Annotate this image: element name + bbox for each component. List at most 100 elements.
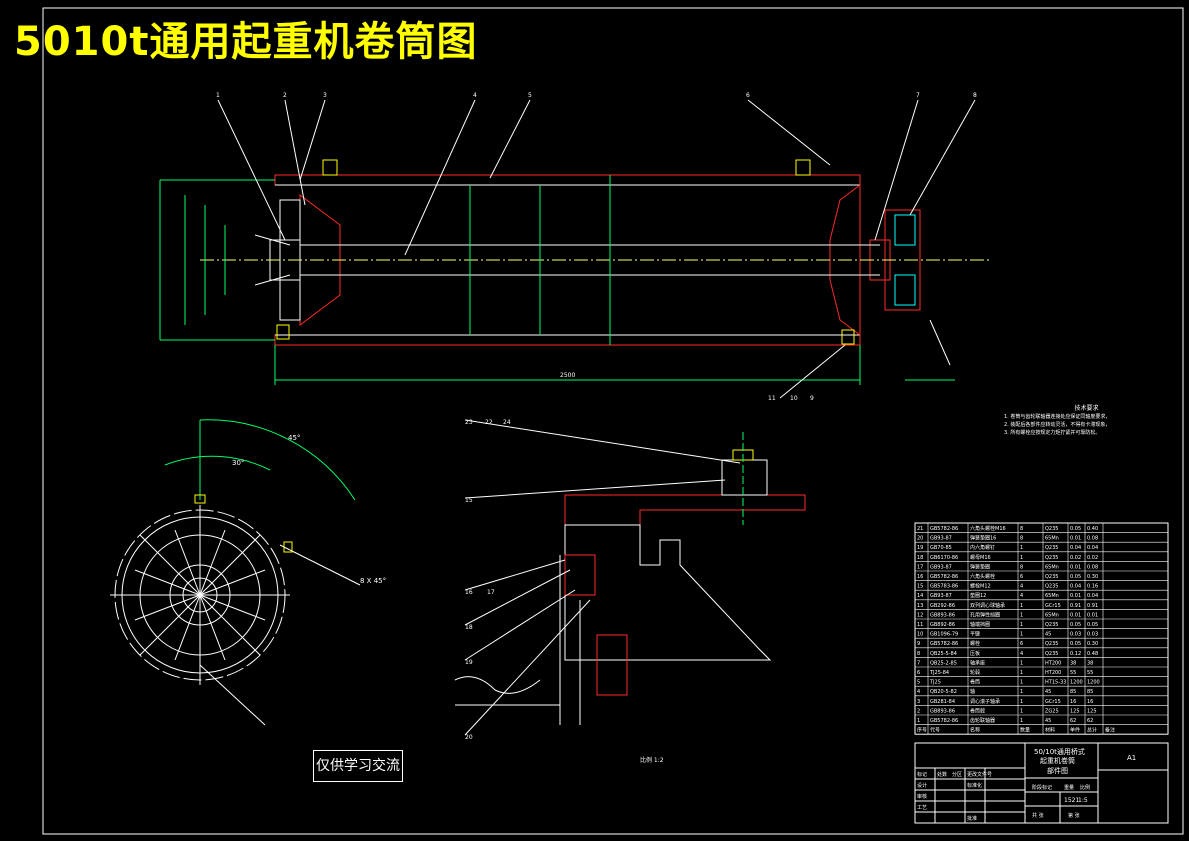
tb-label-check: 审核 xyxy=(917,793,927,800)
bom-cell: 内六角螺钉 xyxy=(970,544,995,551)
label-5: 5 xyxy=(528,92,532,99)
angle-45: 45° xyxy=(288,434,300,442)
bom-cell: 齿轮联轴器 xyxy=(970,717,995,724)
bom-cell: 轮毂 xyxy=(970,669,980,676)
bom-cell: TJ25-84 xyxy=(929,670,949,676)
bom-cell: 17 xyxy=(917,564,923,570)
bom-cell: 弹簧垫圈16 xyxy=(970,535,996,542)
bom-cell: 0.05 xyxy=(1087,622,1098,628)
technical-requirements: 技术要求 1. 卷筒与齿轮联轴器连接处应保证同轴度要求， 2. 装配后各部件应转… xyxy=(1004,405,1169,437)
bom-cell: 1 xyxy=(1020,632,1023,638)
bom-cell: GB70-85 xyxy=(930,545,952,551)
bom-cell: 1 xyxy=(1020,718,1023,724)
bom-cell: GB893-86 xyxy=(930,708,955,714)
drum-elevation xyxy=(159,99,990,399)
bom-cell: ZG25 xyxy=(1045,708,1059,714)
label-11: 11 xyxy=(768,395,776,402)
bom-cell: 3 xyxy=(917,699,920,705)
bom-cell: GB5782-86 xyxy=(930,574,958,580)
bom-cell: 0.04 xyxy=(1087,545,1098,551)
bom-cell: 0.16 xyxy=(1087,584,1098,590)
tech-req-line-2: 2. 装配后各部件应转动灵活，不得有卡滞现象， xyxy=(1004,422,1111,428)
angle-30: 30° xyxy=(232,459,244,467)
bom-cell: 0.05 xyxy=(1070,526,1081,532)
tb-label-std: 标准化 xyxy=(967,782,982,789)
bom-cell: 0.05 xyxy=(1070,641,1081,647)
tb-weight: 1521 xyxy=(1064,797,1079,804)
tb-label-design: 设计 xyxy=(917,782,927,789)
bom-cell: GB6170-86 xyxy=(930,555,958,561)
bom-cell: Q235 xyxy=(1045,622,1058,628)
bom-cell: GB93-87 xyxy=(930,564,952,570)
bom-cell: 1 xyxy=(1020,660,1023,666)
bom-cell: 8 xyxy=(917,651,920,657)
bom-cell: 螺母M16 xyxy=(970,554,991,561)
bom-cell: 平键 xyxy=(970,631,980,638)
bom-cell: GB93-87 xyxy=(930,536,952,542)
bom-cell: 38 xyxy=(1070,660,1076,666)
label-1: 1 xyxy=(216,92,220,99)
bom-cell: 62 xyxy=(1087,718,1093,724)
sec-label-22: 22 xyxy=(485,419,493,426)
bom-header-cell: 数量 xyxy=(1020,727,1030,734)
bom-cell: 0.30 xyxy=(1087,574,1098,580)
bom-cell: 19 xyxy=(917,545,923,551)
tb-label-process: 工艺 xyxy=(917,805,927,811)
bom-cell: 20 xyxy=(917,536,923,542)
bom-cell: 垫圈12 xyxy=(970,592,986,599)
bom-cell: 1 xyxy=(1020,603,1023,609)
bom-cell: TJ25 xyxy=(929,680,941,686)
bom-header-cell: 总计 xyxy=(1087,727,1097,734)
bom-cell: 0.40 xyxy=(1087,526,1098,532)
holes-note: 8 X 45° xyxy=(360,577,386,585)
bom-cell: 0.03 xyxy=(1070,632,1081,638)
bom-cell: 1200 xyxy=(1087,680,1100,686)
bom-cell: GCr15 xyxy=(1045,603,1061,609)
tb-label-zone: 分区 xyxy=(952,771,962,778)
tb-name-1: 50/10t通用桥式 xyxy=(1034,747,1085,756)
bom-cell: 0.01 xyxy=(1070,593,1081,599)
bom-cell: 孔用弹性挡圈 xyxy=(970,611,1000,618)
bom-cell: Q235 xyxy=(1045,584,1058,590)
sec-label-20: 20 xyxy=(465,734,473,741)
tb-label-stage: 阶段标记 xyxy=(1032,784,1052,791)
bom-cell: 38 xyxy=(1087,660,1093,666)
bom-cell: 0.04 xyxy=(1070,545,1081,551)
sec-label-23: 23 xyxy=(465,419,473,426)
bom-cell: 0.01 xyxy=(1070,612,1081,618)
bom-cell: 0.08 xyxy=(1087,564,1098,570)
bom-cell: 8 xyxy=(1020,536,1023,542)
tb-label-mark: 标记 xyxy=(917,771,927,778)
bom-cell: 0.01 xyxy=(1070,536,1081,542)
bom-cell: 压板 xyxy=(970,650,980,657)
bom-cell: Q235 xyxy=(1045,526,1058,532)
bom-header-cell: 序号 xyxy=(917,727,927,734)
bom-cell: 螺栓 xyxy=(970,640,980,647)
bom-cell: 1 xyxy=(1020,680,1023,686)
bom-cell: 62 xyxy=(1070,718,1076,724)
tb-label-sheets: 共 张 xyxy=(1032,812,1044,819)
part-labels: 1 2 3 4 5 6 7 8 11 10 9 2500 xyxy=(216,92,977,402)
bom-cell: 4 xyxy=(917,689,920,695)
tb-label-scale: 比例 xyxy=(1080,784,1090,791)
sec-label-16: 16 xyxy=(465,589,473,596)
bom-cell: 1 xyxy=(1020,545,1023,551)
bom-cell: 4 xyxy=(1020,651,1023,657)
tb-label-docno: 更改文件号 xyxy=(967,771,992,778)
bom-cell: 13 xyxy=(917,603,923,609)
label-8: 8 xyxy=(973,92,977,99)
bom-cell: 15 xyxy=(917,584,923,590)
bom-cell: 轴承座 xyxy=(970,659,985,666)
bom-cell: GCr15 xyxy=(1045,699,1061,705)
bom-cell: 125 xyxy=(1087,708,1097,714)
tech-req-line-1: 1. 卷筒与齿轮联轴器连接处应保证同轴度要求， xyxy=(1004,414,1111,420)
label-3: 3 xyxy=(323,92,327,99)
label-4: 4 xyxy=(473,92,477,99)
bom-cell: 45 xyxy=(1045,718,1051,724)
bom-cell: 9 xyxy=(917,641,920,647)
bom-cell: GB892-86 xyxy=(930,622,955,628)
sec-label-18: 18 xyxy=(465,624,473,631)
bom-cell: 18 xyxy=(917,555,923,561)
study-stamp: 仅供学习交流 xyxy=(313,750,403,782)
